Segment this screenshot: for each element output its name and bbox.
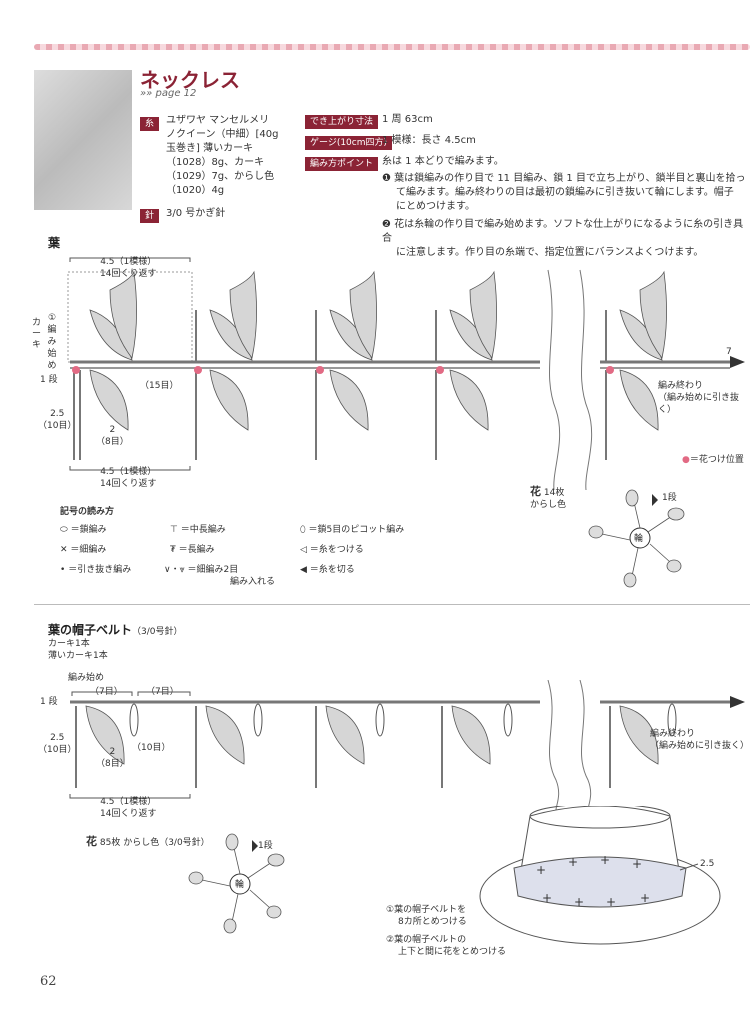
yarn-details: ユザワヤ マンセルメリ ノクイーン（中細）[40g 玉巻き] 薄いカーキ （10… [166,115,279,196]
svg-text:+: + [568,855,578,869]
legend-sc: ✕ ＝細編み [60,545,107,555]
size-text: 1 周 63cm [382,114,433,125]
flower2-title: 花 85枚 からし色（3/0号針） [86,835,210,849]
gauge-text: 1 模様：長さ 4.5cm [382,135,476,146]
necklace-photo [34,70,132,210]
svg-text:+: + [606,895,616,909]
gauge-tag: ゲージ(10cm四方) [305,136,393,150]
v-icon: ∨・⩔ [164,565,185,575]
legend-cut: ◀ ＝糸を切る [300,565,355,575]
legend-picot: ⬯ ＝鎖5目のピコット編み [300,525,405,535]
flower-position-note: ●＝花つけ位置 [682,455,744,465]
hook-details: 3/0 号かぎ針 [166,208,226,219]
hat-diagram: + + + + + + + + [479,806,721,945]
hat-dimension: 2.5 [700,859,715,869]
flower1-title: 花 14枚 からし色 [530,485,567,511]
picot-icon: ⬯ [300,525,306,535]
pink-dot-icon: ● [682,455,690,465]
leaf-section-title: 葉 [48,236,61,250]
dot-icon: • [60,565,66,575]
hat-note-1: ①葉の帽子ベルトを 8カ所とめつける [386,905,467,927]
legend: ⬭ ＝鎖編み ✕ ＝細編み • ＝引き抜き編み ⊤ ＝中長編み ₮ ＝長編み ∨… [60,524,530,594]
hook-tag: 針 [140,209,160,223]
belt-start: 編み始め [68,673,105,683]
section-divider [34,604,750,605]
legend-hdc: ⊤ ＝中長編み [170,525,226,535]
hdc-icon: ⊤ [170,525,178,535]
leaf-lower [329,369,369,431]
leaf-lower [619,369,659,431]
point-tag: 編み方ポイント [305,157,379,171]
start-label: ① 編 み 始 め [47,313,57,371]
chain-icon: ⬭ [60,525,68,535]
belt-two: 2 （8目） [96,747,129,769]
legend-sc2tog: ∨・⩔ ＝細編み2目編み入れる [164,565,276,587]
hat-note-2: ②葉の帽子ベルトの 上下と間に花をとめつける [386,935,507,957]
leaf-upper [89,309,133,361]
leaf-top-repeat: 4.5（1模様） 14回くり返す [100,257,157,279]
belt-chart [69,680,745,810]
leaf-upper [619,309,663,361]
belt-end-label: 編み終わり （編み始めに引き抜く） [650,729,750,751]
open-triangle-icon: ◁ [300,545,307,555]
flower1-row: 1段 [662,493,677,503]
leaf-height: 2.5 （10目） [38,409,77,431]
page-title: ネックレス [140,68,240,92]
belt-bottom-repeat: 4.5（1模様） 14回くり返す [100,797,157,819]
leaf-upper [639,270,667,359]
point-1: ❶ 葉は鎖編みの作り目で 11 目編み、鎖 1 目で立ち上がり、鎖半目と裏山を拾… [382,173,746,212]
leaf-upper [469,270,497,359]
leaf-upper [109,270,137,359]
leaf-bottom-repeat: 4.5（1模様） 14回くり返す [100,467,157,489]
leaf-upper [229,270,257,359]
svg-text:+: + [640,891,650,905]
page-number: 62 [40,974,57,989]
flower1-center: 輪 [634,534,644,544]
leaf-upper [449,309,493,361]
leaf-chart [67,257,745,490]
svg-text:+: + [632,857,642,871]
belt-ten: （10目） [132,743,171,753]
point-2: ❷ 花は糸輪の作り目で編み始めます。ソフトな仕上がりになるように糸の引き具合 に… [382,219,744,258]
svg-text:+: + [536,863,546,877]
leaf-upper [329,309,373,361]
legend-join: ◁ ＝糸をつける [300,545,364,555]
leaf-lower [89,369,129,431]
leaf-lower [209,369,249,431]
dc-icon: ₮ [170,545,176,555]
belt-height: 2.5 （10目） [38,733,77,755]
leaf-upper [209,309,253,361]
leaf-row1: 1 段 [40,375,58,385]
start-color: カーキ [32,318,42,350]
filled-triangle-icon: ◀ [300,565,307,575]
svg-text:+: + [542,891,552,905]
legend-chain: ⬭ ＝鎖編み [60,525,107,535]
leaf-lower [449,369,489,431]
legend-title: 記号の読み方 [60,507,115,517]
belt-header: 葉の帽子ベルト（3/0号針） カーキ1本 薄いカーキ1本 [48,623,183,661]
flower2-center: 輪 [235,880,245,890]
belt-row1: 1 段 [40,697,58,707]
page-reference: »» page 12 [140,88,197,99]
size-tag: でき上がり寸法 [305,115,379,129]
svg-text:+: + [574,895,584,909]
leaf-end-label: 編み終わり （編み始めに引き抜く） [658,381,740,415]
legend-dc: ₮ ＝長編み [170,545,215,555]
flower2-row: 1段 [258,841,273,851]
flower-position-markers [72,366,614,374]
leaf-two: 2 （8目） [96,425,129,447]
leaf-fifteen: （15目） [140,381,179,391]
end-arrow-icon [730,356,745,368]
leaf-seven: 7 [726,347,732,357]
svg-text:+: + [600,853,610,867]
cross-icon: ✕ [60,545,68,555]
yarn-tag: 糸 [140,117,160,131]
point-intro: 糸は 1 本どりで編みます。 [382,156,504,167]
flower2-diagram [188,833,285,934]
flower1-diagram [588,489,685,588]
legend-slip: • ＝引き抜き編み [60,565,132,575]
leaf-upper [349,270,377,359]
header-band [34,44,750,50]
